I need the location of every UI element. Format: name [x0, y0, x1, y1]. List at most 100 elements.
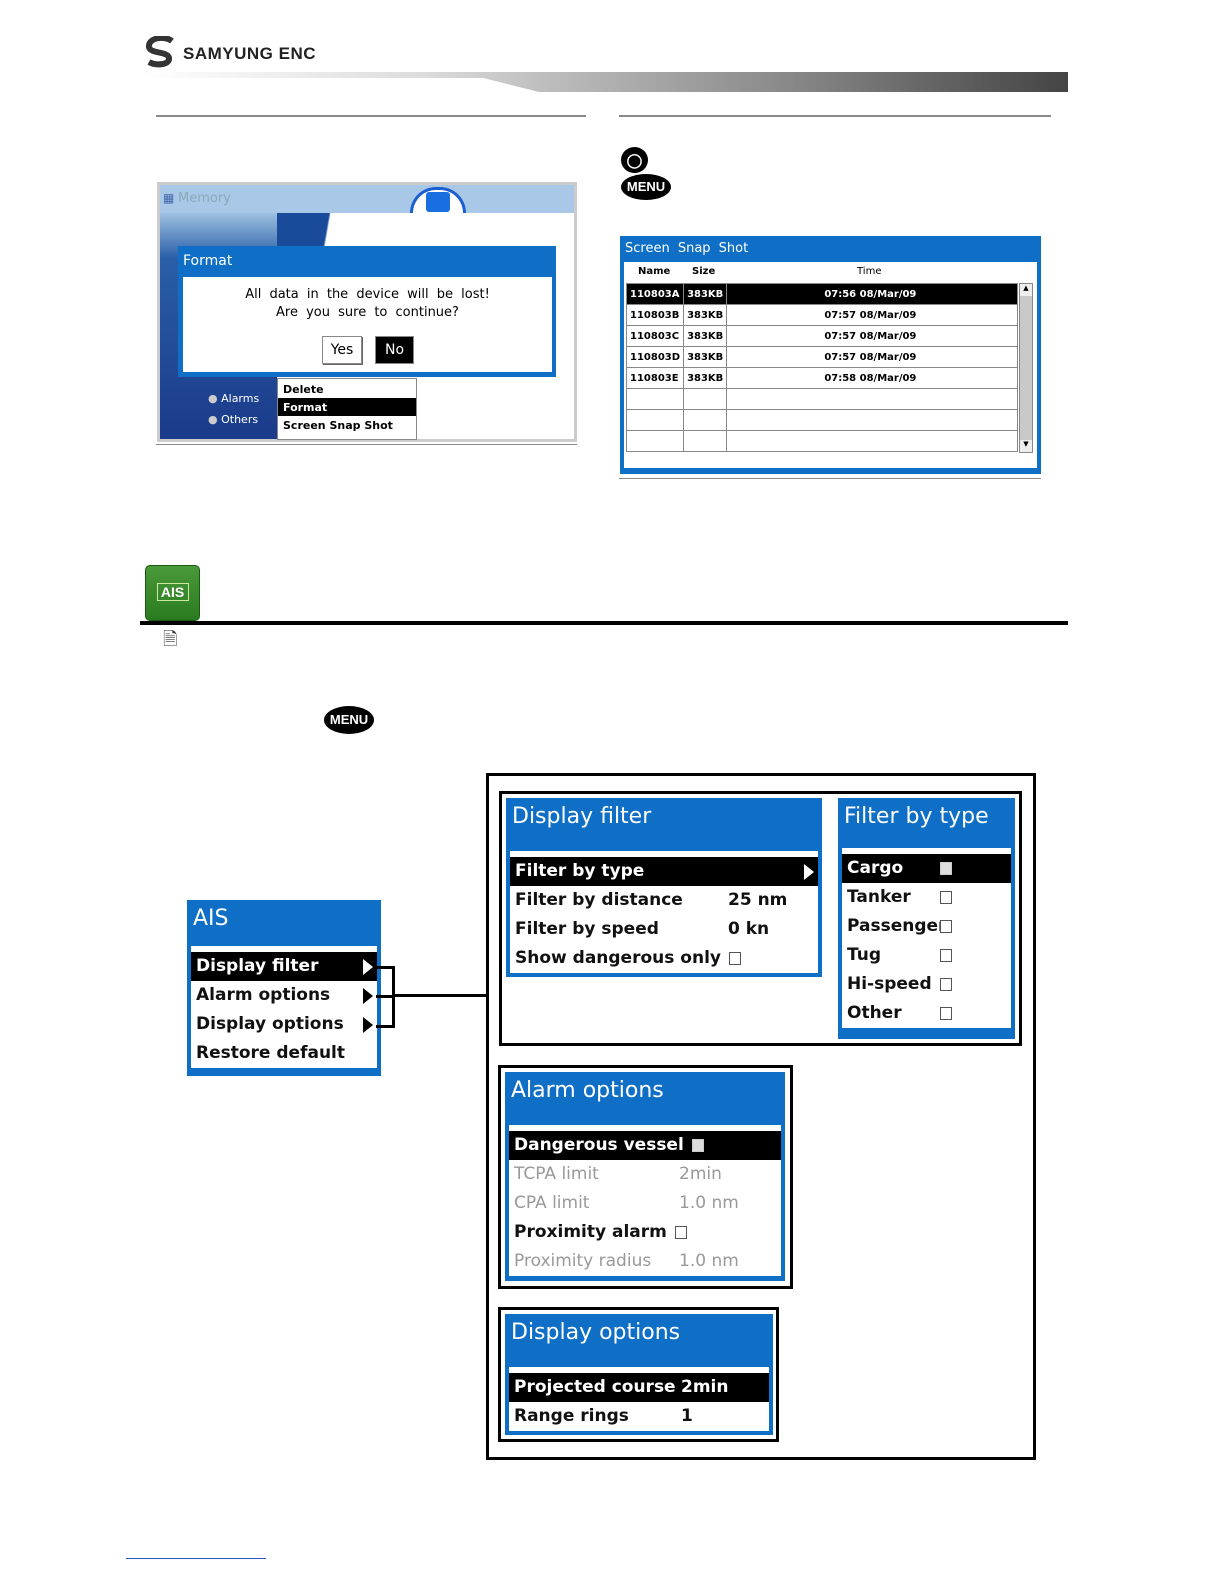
filter-type-item[interactable]: Cargo	[842, 854, 1011, 883]
menu-item-label: Proximity radius	[514, 1251, 652, 1271]
menu-item-label: Filter by speed	[515, 919, 659, 939]
menu-item-value: 0 kn	[728, 919, 770, 939]
memory-title: Memory	[178, 191, 231, 206]
snapshot-title: Screen Snap Shot	[625, 241, 749, 256]
no-button[interactable]: No	[375, 336, 414, 364]
ais-menu-item[interactable]: Restore default	[191, 1039, 377, 1068]
menu-item[interactable]: Show dangerous only	[510, 944, 818, 973]
menu-item-label: Passenger	[847, 916, 947, 936]
menu-item[interactable]: Proximity alarm	[509, 1218, 781, 1247]
checkbox[interactable]	[940, 949, 952, 962]
ais-menu-item[interactable]: Display filter	[191, 952, 377, 981]
table-row[interactable]	[625, 430, 1018, 452]
side-item-label: Others	[221, 413, 259, 426]
format-dialog: Format All data in the device will be lo…	[178, 246, 556, 377]
menu-item-label: Tug	[847, 945, 881, 965]
menu-item-label: Range rings	[514, 1406, 629, 1426]
menu-item-label: CPA limit	[514, 1193, 590, 1213]
size-cell: 383KB	[683, 367, 728, 389]
display-filter-frame	[499, 791, 1022, 1046]
menu-item-label: Dangerous vessel	[514, 1135, 684, 1155]
alarm-options-frame	[498, 1065, 793, 1289]
filter-type-item[interactable]: Tanker	[842, 883, 1011, 912]
menu-item-value: 25 nm	[728, 890, 788, 910]
menu-item[interactable]: Filter by type	[510, 857, 818, 886]
menu-item-delete[interactable]: Delete	[283, 383, 324, 396]
footer-link-line	[126, 1558, 266, 1559]
checkbox[interactable]	[674, 1225, 687, 1239]
filter-type-item[interactable]: Other	[842, 999, 1011, 1028]
col-size: Size	[692, 266, 716, 277]
scrollbar[interactable]: ▲ ▼	[1019, 283, 1033, 453]
filter-type-item[interactable]: Passenger	[842, 912, 1011, 941]
name-cell: 110803C	[625, 325, 685, 347]
dialog-title: Format	[183, 253, 233, 269]
name-cell: 110803A	[625, 283, 685, 305]
menu-item-label: Alarm options	[196, 985, 331, 1005]
menu-item-label: Proximity alarm	[514, 1222, 667, 1242]
table-row[interactable]	[625, 388, 1018, 410]
menu-item-value: 1	[681, 1406, 693, 1426]
table-row[interactable]	[625, 409, 1018, 431]
side-item-alarms[interactable]: ● Alarms	[208, 392, 259, 405]
alarm-options-title: Alarm options	[511, 1078, 664, 1103]
checkbox[interactable]	[940, 891, 952, 904]
chevron-right-icon	[363, 988, 373, 1004]
menu-item-label: Other	[847, 1003, 902, 1023]
menu-item-label: Hi-speed	[847, 974, 932, 994]
checkbox[interactable]	[940, 920, 952, 933]
menu-item-format[interactable]: Format	[278, 398, 416, 416]
menu-item[interactable]: Range rings 1	[509, 1402, 769, 1431]
menu-item-label: Display filter	[196, 956, 319, 976]
checkbox[interactable]	[691, 1138, 704, 1152]
checkbox[interactable]	[728, 951, 741, 965]
menu-key-icon: MENU	[621, 174, 671, 200]
menu-item[interactable]: Dangerous vessel	[509, 1131, 781, 1160]
checkbox[interactable]	[940, 1007, 952, 1020]
submenu-frame	[486, 773, 1036, 1460]
menu-item-screen-snap-shot[interactable]: Screen Snap Shot	[283, 419, 393, 432]
note-icon: 🗎	[163, 629, 178, 650]
scroll-up-icon[interactable]: ▲	[1020, 284, 1032, 296]
power-key-icon: ◯	[621, 147, 648, 173]
time-cell: 07:56 08/Mar/09	[726, 283, 1018, 305]
ais-menu-item[interactable]: Alarm options	[191, 981, 377, 1010]
section-rule	[140, 621, 1068, 625]
ais-menu-item[interactable]: Display options	[191, 1010, 377, 1039]
side-item-others[interactable]: ● Others	[208, 413, 258, 426]
checkbox[interactable]	[940, 978, 952, 991]
time-cell: 07:57 08/Mar/09	[726, 346, 1018, 368]
name-cell	[625, 409, 685, 431]
col-name: Name	[638, 266, 671, 277]
divider	[619, 478, 1041, 479]
name-cell	[625, 430, 685, 452]
checkbox[interactable]	[940, 862, 952, 875]
menu-item-value: 2min	[679, 1164, 722, 1184]
chevron-right-icon	[363, 959, 373, 975]
time-cell	[726, 409, 1018, 431]
memory-window: ▦ Memory ● Alarms ● Others Delete Format…	[157, 182, 577, 442]
divider	[156, 115, 586, 117]
menu-item-label: Display options	[196, 1014, 344, 1034]
scroll-down-icon[interactable]: ▼	[1020, 440, 1032, 452]
filter-type-item[interactable]: Tug	[842, 941, 1011, 970]
yes-button[interactable]: Yes	[322, 336, 362, 364]
time-cell: 07:58 08/Mar/09	[726, 367, 1018, 389]
display-options-frame	[498, 1307, 779, 1442]
memory-title-bar: ▦ Memory	[160, 185, 574, 213]
menu-item-label: Restore default	[196, 1043, 345, 1063]
menu-item[interactable]: Filter by speed 0 kn	[510, 915, 818, 944]
filter-type-item[interactable]: Hi-speed	[842, 970, 1011, 999]
